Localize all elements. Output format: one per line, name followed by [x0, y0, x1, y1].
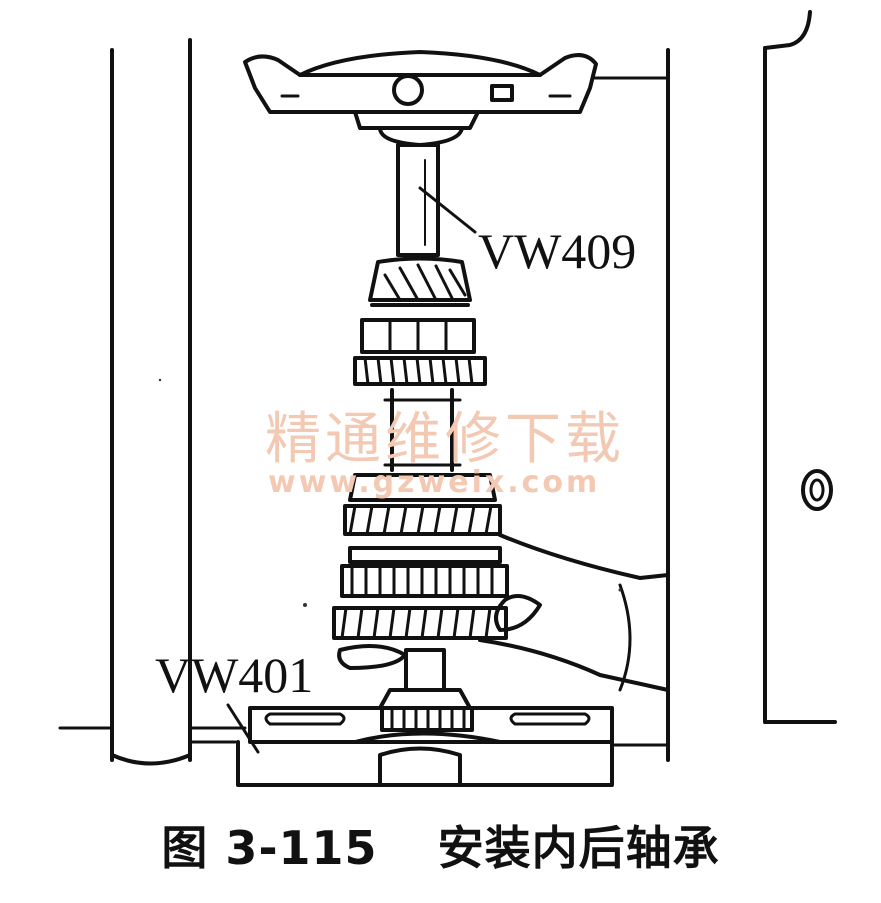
vw401-label: VW401	[155, 647, 313, 703]
print-specks	[158, 378, 622, 607]
vw409-label: VW409	[478, 223, 636, 279]
press-head	[243, 50, 598, 147]
casing-bolt-hole	[801, 469, 833, 511]
upper-spur-gear	[353, 356, 487, 386]
top-helical-gear	[368, 256, 472, 302]
figure-title: 安装内后轴承	[437, 821, 720, 875]
figure-number: 图 3-115	[161, 821, 378, 875]
press-right-column	[593, 10, 837, 762]
press-left-column	[58, 38, 247, 766]
main-shaft	[383, 388, 462, 472]
vw409-press-rod	[396, 143, 477, 257]
gear-cluster	[332, 473, 509, 640]
hand	[337, 533, 670, 692]
vw401-support-plate	[226, 703, 614, 787]
figure-caption: 图 3-115 安装内后轴承	[0, 812, 881, 878]
watermark-url: www.gzweix.com	[268, 465, 600, 500]
watermark-title: 精通维修下载	[265, 407, 625, 472]
shaft-nut	[360, 303, 476, 354]
